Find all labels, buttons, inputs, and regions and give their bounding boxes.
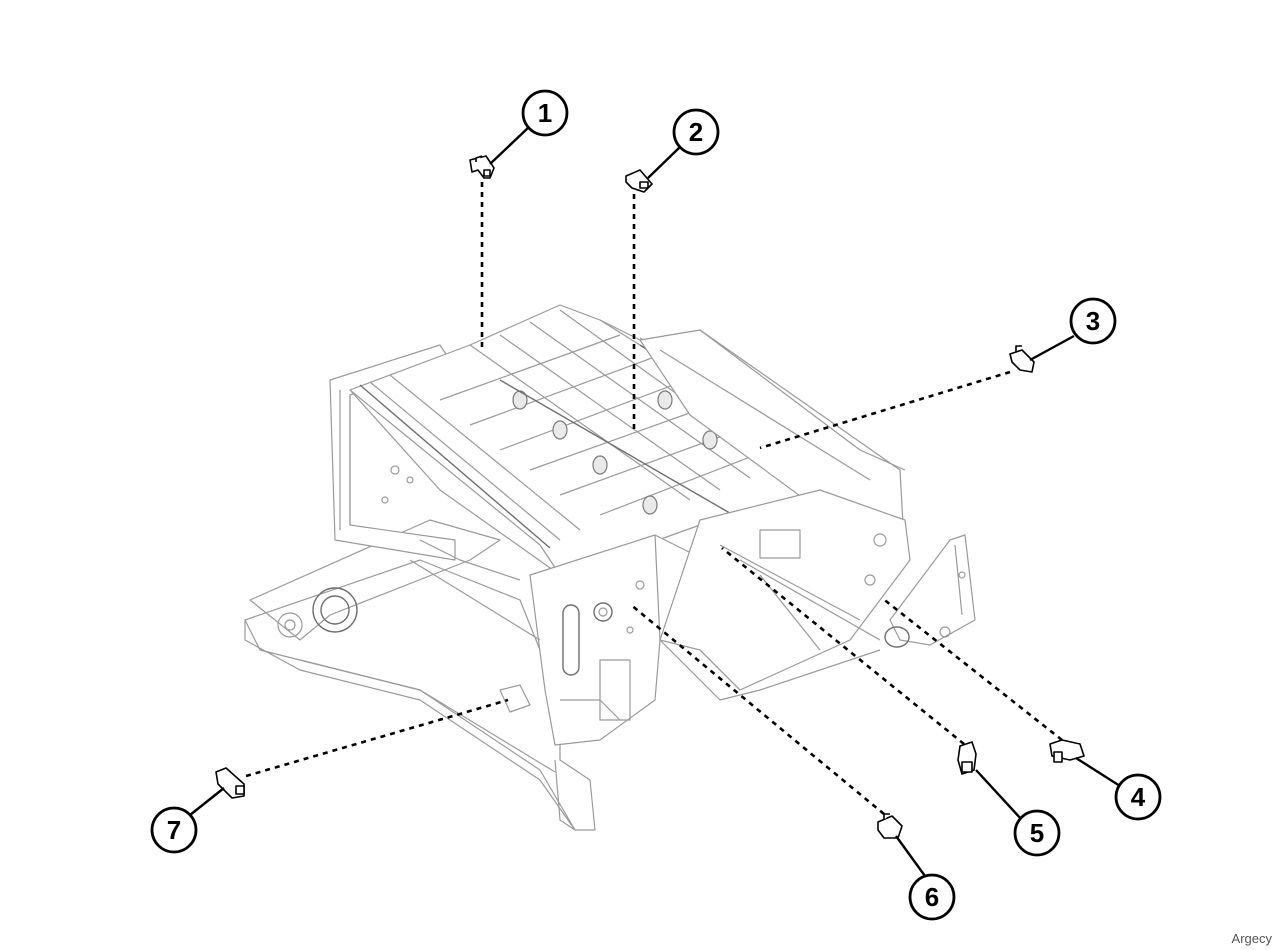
sensor-part-1 bbox=[469, 155, 495, 179]
watermark-text: Argecy bbox=[1231, 931, 1272, 946]
callout-2: 2 bbox=[672, 108, 720, 156]
callout-5: 5 bbox=[1013, 809, 1061, 857]
sensor-part-2 bbox=[625, 169, 653, 193]
sensor-part-3 bbox=[1009, 345, 1035, 373]
callout-3: 3 bbox=[1069, 297, 1117, 345]
sensor-part-5 bbox=[957, 741, 977, 775]
callout-1: 1 bbox=[521, 89, 569, 137]
callout-pointers bbox=[189, 126, 1121, 877]
sensor-part-7 bbox=[215, 767, 245, 799]
sensor-part-6 bbox=[877, 813, 903, 839]
callout-7: 7 bbox=[150, 806, 198, 854]
callout-6-label: 6 bbox=[925, 882, 939, 912]
callout-5-label: 5 bbox=[1030, 818, 1044, 848]
callout-4: 4 bbox=[1114, 773, 1162, 821]
callout-4-label: 4 bbox=[1131, 782, 1146, 812]
callout-6: 6 bbox=[908, 873, 956, 921]
callout-1-label: 1 bbox=[538, 98, 552, 128]
leader-lines bbox=[245, 182, 1063, 816]
callout-7-label: 7 bbox=[167, 815, 181, 845]
callout-2-label: 2 bbox=[689, 117, 703, 147]
callout-3-label: 3 bbox=[1086, 306, 1100, 336]
printer-frame-assembly bbox=[244, 304, 976, 831]
